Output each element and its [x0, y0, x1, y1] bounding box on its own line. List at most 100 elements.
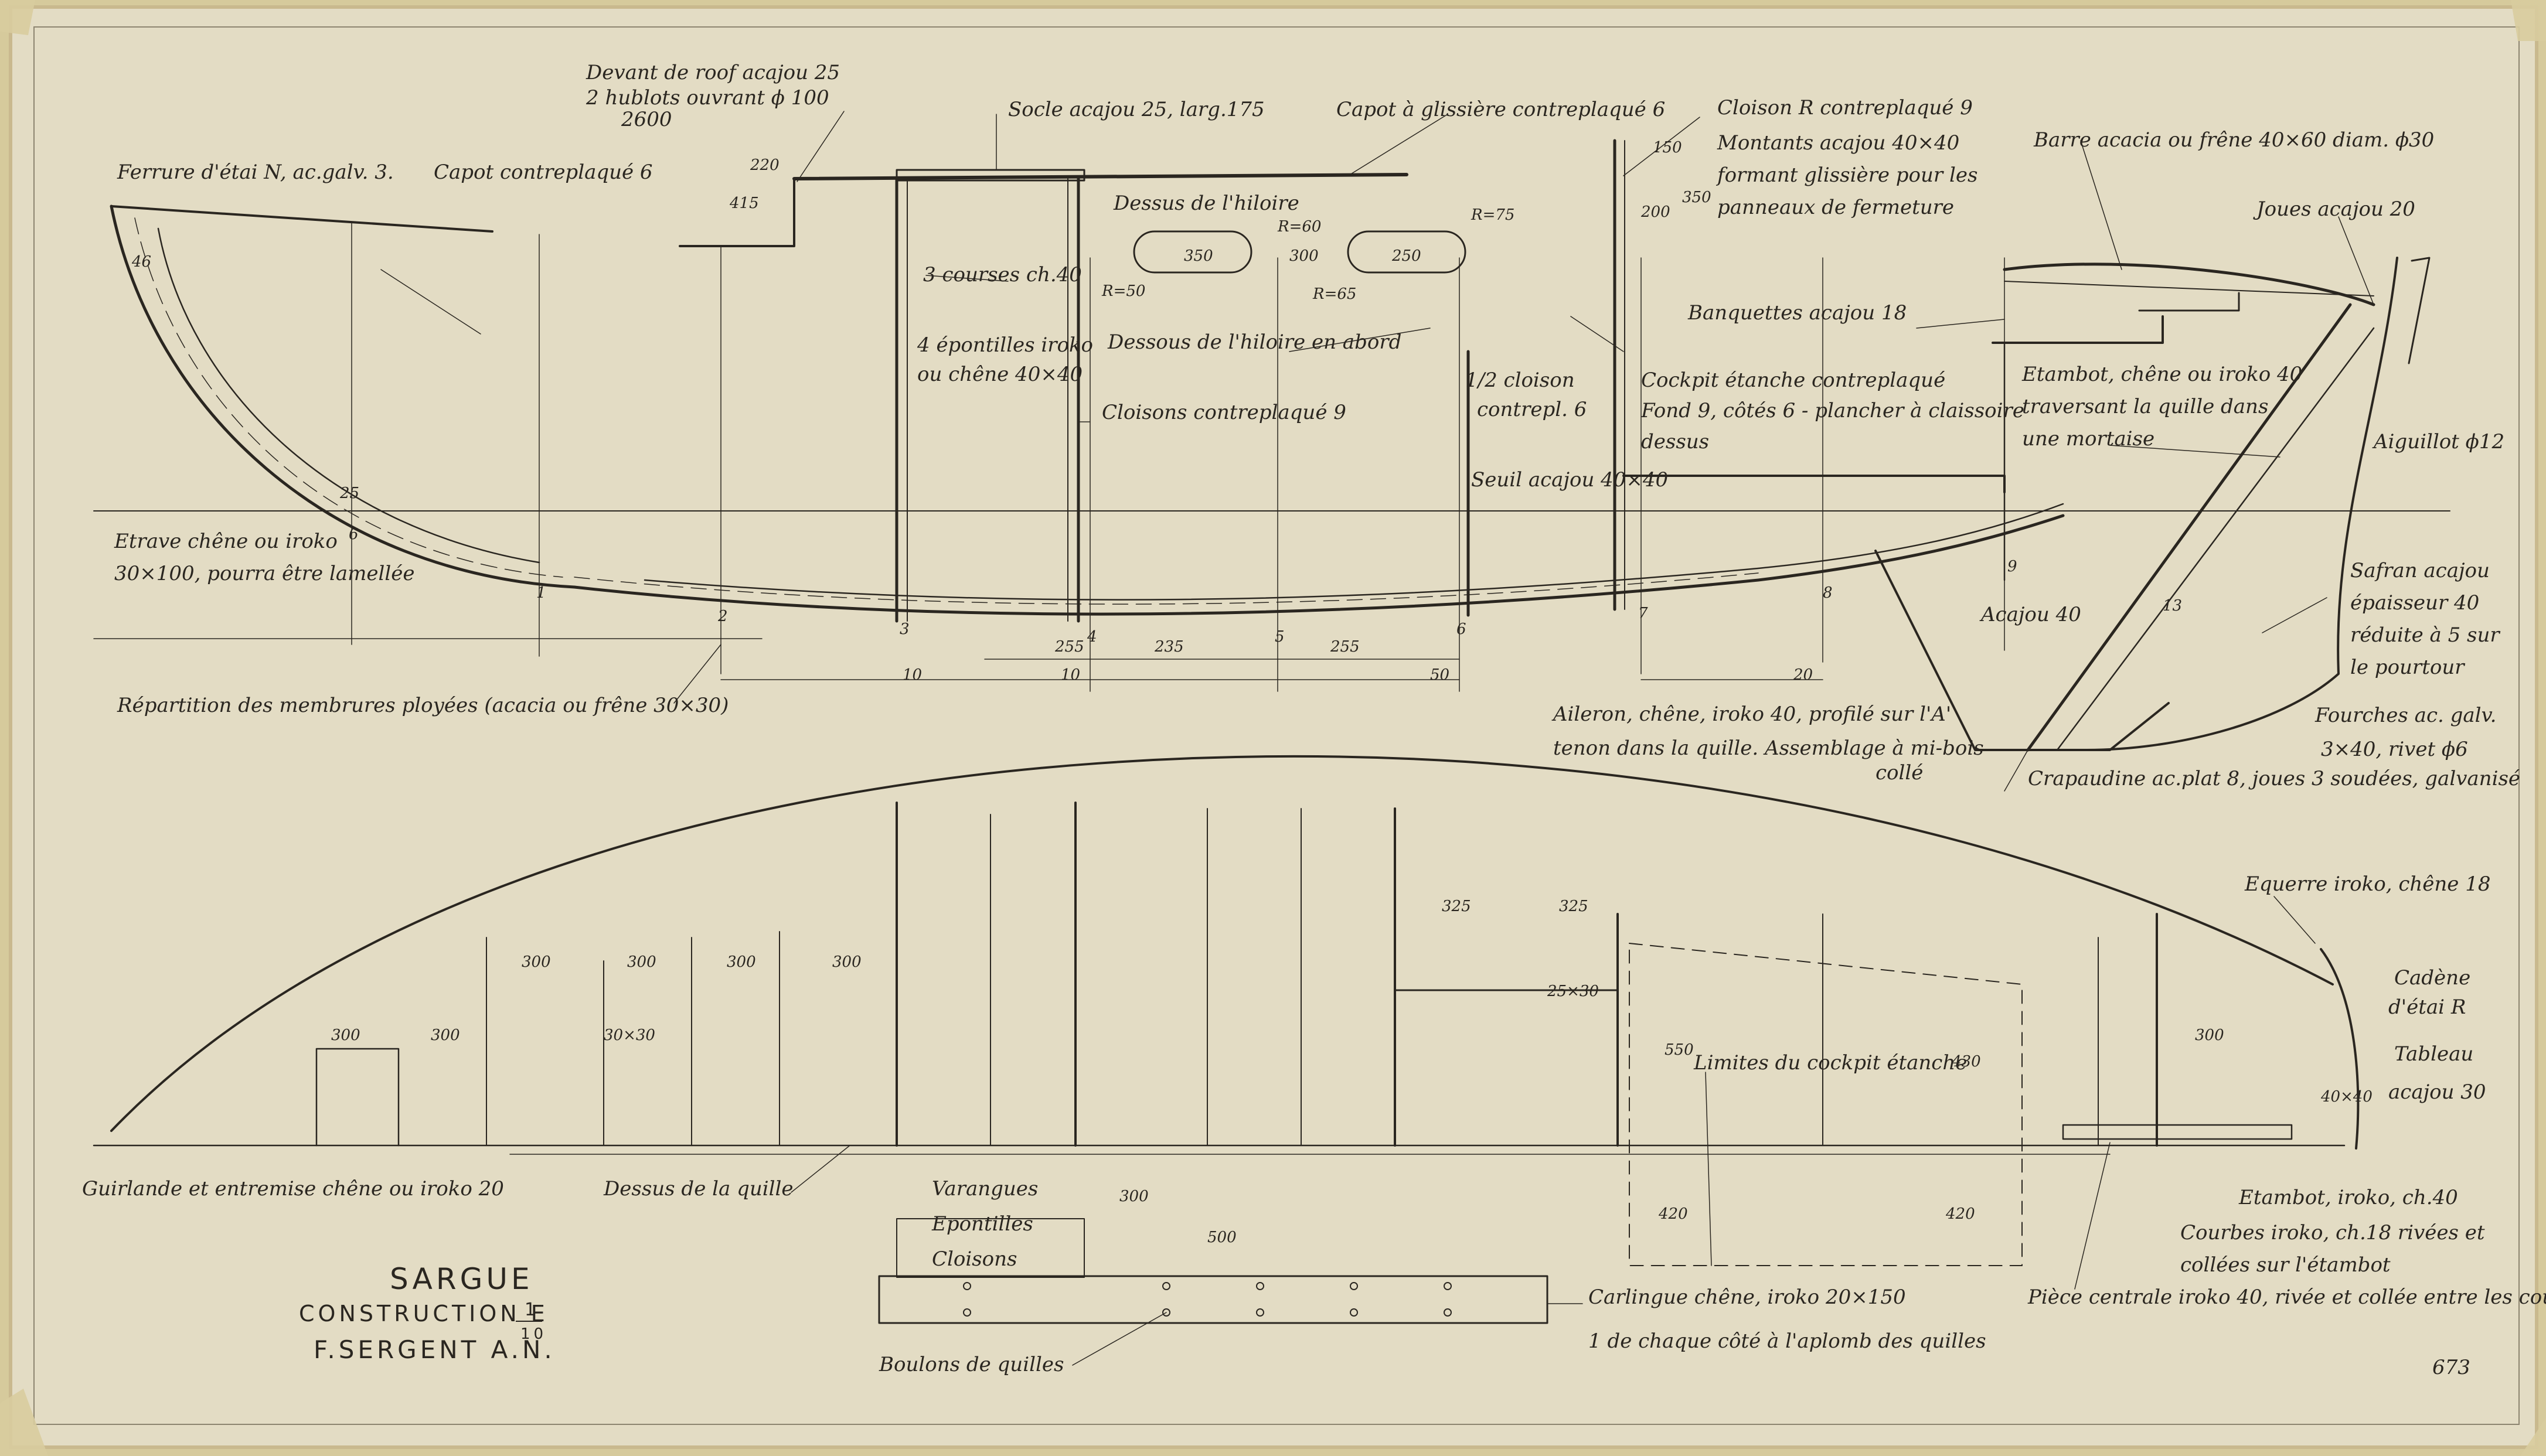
dim-300a: 300: [1289, 247, 1319, 265]
tape-bottom-left: [0, 1389, 48, 1456]
label-varangues: Varangues: [932, 1177, 1038, 1201]
dim-r75: R=75: [1471, 206, 1514, 224]
stem-centerline: [134, 217, 563, 578]
title-construction: CONSTRUCTION E: [299, 1301, 549, 1327]
label-repartition: Répartition des membrures ployées (acaci…: [117, 694, 729, 717]
hull-bottom: [573, 514, 2065, 616]
label-etambot-2: traversant la quille dans: [2022, 395, 2268, 418]
label-tableau-2: acajou 30: [2388, 1080, 2486, 1104]
label-etrave-2: 30×100, pourra être lamellée: [114, 562, 414, 585]
label-aileron-3: collé: [1876, 761, 1923, 785]
profile-view: [93, 139, 2450, 752]
dim-25x30: 25×30: [1547, 983, 1599, 1000]
title-scale-num: 1: [525, 1300, 539, 1320]
frame-stations: [351, 222, 2005, 692]
dim-550: 550: [1665, 1041, 1694, 1059]
station-5: 5: [1275, 628, 1285, 646]
station-9: 9: [2007, 558, 2017, 575]
label-cloisons: Cloisons: [932, 1247, 1017, 1271]
stern-deck: [2138, 292, 2240, 312]
label-fourches-2: 3×40, rivet ϕ6: [2321, 738, 2468, 761]
label-piece-centrale: Pièce centrale iroko 40, rivée et collée…: [2027, 1285, 2546, 1309]
label-aiguillot: Aiguillot ϕ12: [2372, 430, 2504, 453]
label-dessus-quille: Dessus de la quille: [603, 1177, 793, 1201]
dim-300-5: 300: [331, 1027, 360, 1044]
label-safran-2: épaisseur 40: [2350, 591, 2479, 615]
tape-bottom-right: [2520, 1418, 2546, 1456]
dim-v13: 13: [2163, 597, 2182, 615]
dim-350: 350: [1184, 247, 1213, 265]
dim-220: 220: [750, 156, 780, 174]
socle-block: [896, 169, 1085, 182]
dim-255b: 255: [1330, 638, 1360, 656]
tiller-lower: [2004, 281, 2374, 296]
label-etrave-1: Etrave chêne ou iroko: [114, 530, 338, 553]
title-name: SARGUE: [390, 1262, 533, 1296]
label-cloison-r: Cloison R contreplaqué 9: [1717, 96, 1973, 120]
dim-255a: 255: [1054, 638, 1084, 656]
label-carlingue-1: Carlingue chêne, iroko 20×150: [1588, 1285, 1906, 1309]
hull-bottom-inner: [644, 503, 2064, 601]
deck-outline: [110, 755, 2334, 1132]
label-dessus-hiloire: Dessus de l'hiloire: [1113, 192, 1299, 215]
dim-300-4: 300: [832, 953, 862, 971]
label-aileron-1: Aileron, chêne, iroko 40, profilé sur l'…: [1551, 703, 1951, 726]
station-7: 7: [1638, 605, 1648, 622]
stem-inner: [157, 227, 540, 564]
keel-bolts: [963, 1282, 1452, 1317]
rudder-stock: [2408, 257, 2431, 364]
stem-outer: [110, 204, 576, 589]
label-aileron-2: tenon dans la quille. Assemblage à mi-bo…: [1553, 736, 1984, 760]
station-1: 1: [536, 584, 546, 602]
plan-view: [93, 755, 2360, 1324]
label-etambot-3: une mortaise: [2022, 427, 2154, 451]
dim-325a: 325: [1442, 898, 1471, 915]
label-epontilles-1: 4 épontilles iroko: [917, 333, 1093, 357]
label-montants-3: panneaux de fermeture: [1717, 196, 1954, 219]
station-3: 3: [900, 620, 910, 638]
label-courses: 3 courses ch.40: [923, 263, 1082, 287]
dim-40x40: 40×40: [2320, 1088, 2373, 1106]
dim-200: 200: [1640, 203, 1670, 221]
label-crapaudine: Crapaudine ac.plat 8, joues 3 soudées, g…: [2028, 767, 2520, 790]
dim-r60: R=60: [1277, 218, 1321, 236]
skeg: [1874, 550, 2170, 751]
dim-v46: 46: [131, 253, 151, 271]
label-banquettes: Banquettes acajou 18: [1687, 301, 1907, 325]
varangue-box: [896, 1218, 1085, 1278]
label-montants-1: Montants acajou 40×40: [1717, 131, 1959, 155]
bench: [1992, 315, 2164, 344]
label-etambot-1: Etambot, chêne ou iroko 40: [2021, 363, 2302, 386]
dim-300v: 300: [1119, 1188, 1149, 1205]
tape-top-right: [2511, 0, 2546, 41]
label-courbes-2: collées sur l'étambot: [2180, 1253, 2391, 1277]
dim-420b: 420: [1945, 1205, 1975, 1223]
label-2600: 2600: [621, 108, 672, 131]
label-montants-2: formant glissière pour les: [1716, 163, 1977, 187]
dim-350v: 350: [1682, 189, 1711, 206]
dim-30x30: 30×30: [604, 1027, 655, 1044]
dim-325b: 325: [1559, 898, 1588, 915]
sheer-line: [110, 205, 493, 233]
dim-415: 415: [729, 195, 759, 212]
label-ferrure: Ferrure d'étai N, ac.galv. 3.: [117, 161, 394, 184]
sternpost-plan: [2062, 1124, 2293, 1140]
label-dessous-hiloire: Dessous de l'hiloire en abord: [1107, 330, 1401, 354]
station-8: 8: [1823, 584, 1833, 602]
dim-150: 150: [1653, 139, 1682, 156]
sternpost: [2026, 303, 2352, 752]
dim-500: 500: [1207, 1229, 1237, 1246]
sheet-number: 673: [2432, 1356, 2470, 1379]
keel-bolt-bar: [878, 1275, 1548, 1324]
station-4: 4: [1087, 628, 1097, 646]
label-etambot-iroko: Etambot, iroko, ch.40: [2238, 1186, 2458, 1209]
label-barre: Barre acacia ou frêne 40×60 diam. ϕ30: [2033, 128, 2434, 152]
forward-frame-box: [315, 1048, 400, 1147]
label-cadene-2: d'étai R: [2388, 995, 2466, 1019]
label-capot-cp: Capot contreplaqué 6: [434, 161, 653, 184]
label-half-cloison-2: contrepl. 6: [1477, 398, 1587, 421]
coaming-slot-1: [1133, 230, 1252, 274]
paper-sheet: [9, 5, 2538, 1449]
label-limites-cockpit: Limites du cockpit étanche: [1693, 1051, 1967, 1075]
